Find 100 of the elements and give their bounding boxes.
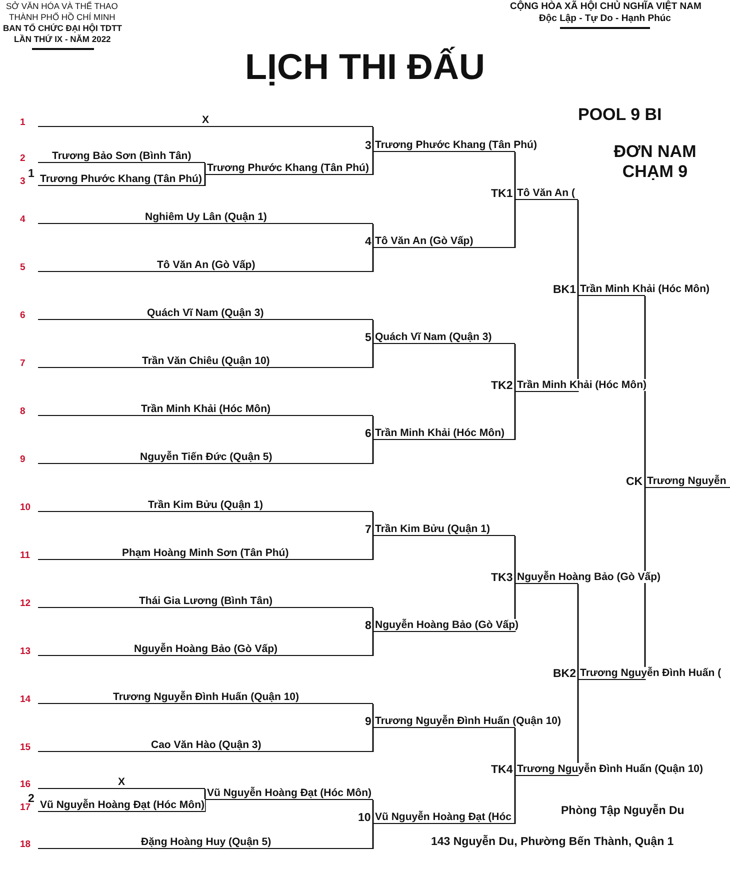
round-label: BK1 [553, 284, 576, 296]
bracket-line [514, 152, 516, 200]
player-name: Trần Văn Chiêu (Quận 10) [142, 355, 270, 367]
bracket-line [204, 789, 206, 800]
seed-number: 8 [20, 406, 26, 418]
player-name: Trần Minh Khải (Hóc Môn) [141, 403, 270, 415]
bracket-line [372, 536, 374, 560]
bracket-slot [38, 257, 373, 272]
bracket-slot [38, 353, 373, 368]
bracket-line [372, 152, 374, 175]
player-name: Phạm Hoàng Minh Sơn (Tân Phú) [122, 547, 289, 559]
bracket-slot [373, 233, 515, 248]
round-label: TK2 [491, 380, 513, 392]
bracket-line [514, 536, 516, 584]
seed-number: 5 [20, 262, 26, 274]
bracket-line [372, 320, 374, 344]
player-name: Tô Văn An (Gò Vấp) [375, 235, 474, 247]
player-name: Trần Minh Khải (Hóc Môn) [375, 427, 504, 439]
bracket-line [644, 488, 646, 680]
player-name: Vũ Nguyễn Hoàng Đạt (Hóc Môn) [207, 787, 372, 799]
player-name: Trần Kim Bửu (Quận 1) [375, 523, 490, 535]
seed-number: 12 [20, 598, 31, 610]
player-name: Thái Gia Lương (Bình Tân) [139, 595, 272, 607]
bracket-slot [645, 473, 730, 488]
bracket-slot [38, 593, 373, 608]
match-number: 3 [365, 140, 372, 152]
bracket-slot [38, 641, 373, 656]
round-label: TK4 [491, 764, 513, 776]
player-name: Nguyễn Hoàng Bảo (Gò Vấp) [517, 571, 661, 583]
bracket-slot [205, 160, 373, 175]
player-name: X [202, 114, 210, 126]
seed-number: 16 [20, 779, 31, 791]
address-text: 143 Nguyễn Du, Phường Bến Thành, Quận 1 [431, 836, 674, 848]
match-number: 5 [365, 332, 372, 344]
player-name: Đặng Hoàng Huy (Quận 5) [141, 836, 272, 848]
header-text: LẦN THỨ IX - NĂM 2022 [14, 34, 111, 44]
bracket-slot [38, 209, 373, 224]
bracket-line [372, 344, 374, 368]
bracket-slot [515, 185, 578, 200]
seed-number: 6 [20, 310, 26, 322]
match-number: 2 [28, 793, 34, 805]
seed-number: 9 [20, 454, 26, 466]
match-number: 10 [358, 812, 371, 824]
bracket-slot [373, 425, 515, 440]
player-name: Trương Bảo Sơn (Bình Tân) [52, 150, 192, 162]
seed-number: 4 [20, 214, 26, 226]
bracket-line [514, 344, 516, 392]
bracket-line [372, 632, 374, 656]
bracket-slot [38, 545, 373, 560]
header-text: CỘNG HÒA XÃ HỘI CHỦ NGHĨA VIỆT NAM [510, 1, 702, 12]
bracket-line [577, 200, 579, 296]
bracket-slot [38, 401, 373, 416]
bracket-line [577, 584, 579, 680]
seed-number: 7 [20, 358, 26, 370]
match-number: 6 [365, 428, 372, 440]
seed-number: 15 [20, 742, 31, 754]
player-name: Vũ Nguyễn Hoàng Đạt (Hóc Môn) [40, 799, 204, 811]
bracket-line [514, 392, 516, 440]
bracket-line [372, 608, 374, 632]
player-name: Quách Vĩ Nam (Quận 3) [375, 331, 492, 343]
event-heading: ĐƠN NAM CHẠM 9 [612, 142, 698, 182]
bracket-slot [38, 834, 373, 849]
bracket-slot [373, 809, 515, 824]
bracket-line [577, 296, 579, 392]
player-name: Trần Minh Khải (Hóc Môn) [580, 283, 710, 295]
bracket-slot [38, 689, 373, 704]
player-name: Nghiêm Uy Lân (Quận 1) [145, 211, 267, 223]
seed-number: 1 [20, 117, 26, 129]
seed-number: 2 [20, 153, 26, 165]
bracket-slot [38, 737, 373, 752]
player-name: Nguyễn Hoàng Bảo (Gò Vấp) [134, 643, 278, 655]
match-number: 7 [365, 524, 372, 536]
bracket-line [372, 224, 374, 248]
round-label: TK1 [491, 188, 513, 200]
seed-number: 3 [20, 176, 26, 188]
bracket-slot [38, 449, 373, 464]
match-number: 1 [28, 168, 34, 180]
bracket-slot [373, 521, 515, 536]
match-number: 8 [365, 620, 372, 632]
player-name: Trương Phước Khang (Tân Phú) [375, 139, 537, 151]
bracket-slot [38, 148, 205, 163]
bracket-line [372, 824, 374, 849]
player-name: Trương Nguyễn Đình Huấn ( [580, 667, 722, 679]
bracket-line [372, 512, 374, 536]
bracket-slot [38, 171, 205, 186]
bracket-line [514, 200, 516, 248]
match-number: 4 [365, 236, 372, 248]
seed-number: 18 [20, 839, 31, 851]
player-name: Trương Nguyễn [647, 475, 726, 487]
bracket-line [577, 680, 579, 776]
bracket-line [372, 416, 374, 440]
player-name: Trương Nguyễn Đình Huấn (Quận 10) [375, 715, 561, 727]
header-text: BAN TỔ CHỨC ĐẠI HỘI TDTT [3, 23, 122, 33]
bracket-line [372, 248, 374, 272]
player-name: Tô Văn An ( [517, 187, 575, 199]
header-text: THÀNH PHỐ HỒ CHÍ MINH [9, 12, 116, 22]
title: LỊCH THI ĐẤU [244, 46, 486, 88]
player-name: Tô Văn An (Gò Vấp) [157, 259, 256, 271]
header-text: SỞ VĂN HÓA VÀ THỂ THAO [6, 1, 118, 11]
round-label: BK2 [553, 668, 576, 680]
